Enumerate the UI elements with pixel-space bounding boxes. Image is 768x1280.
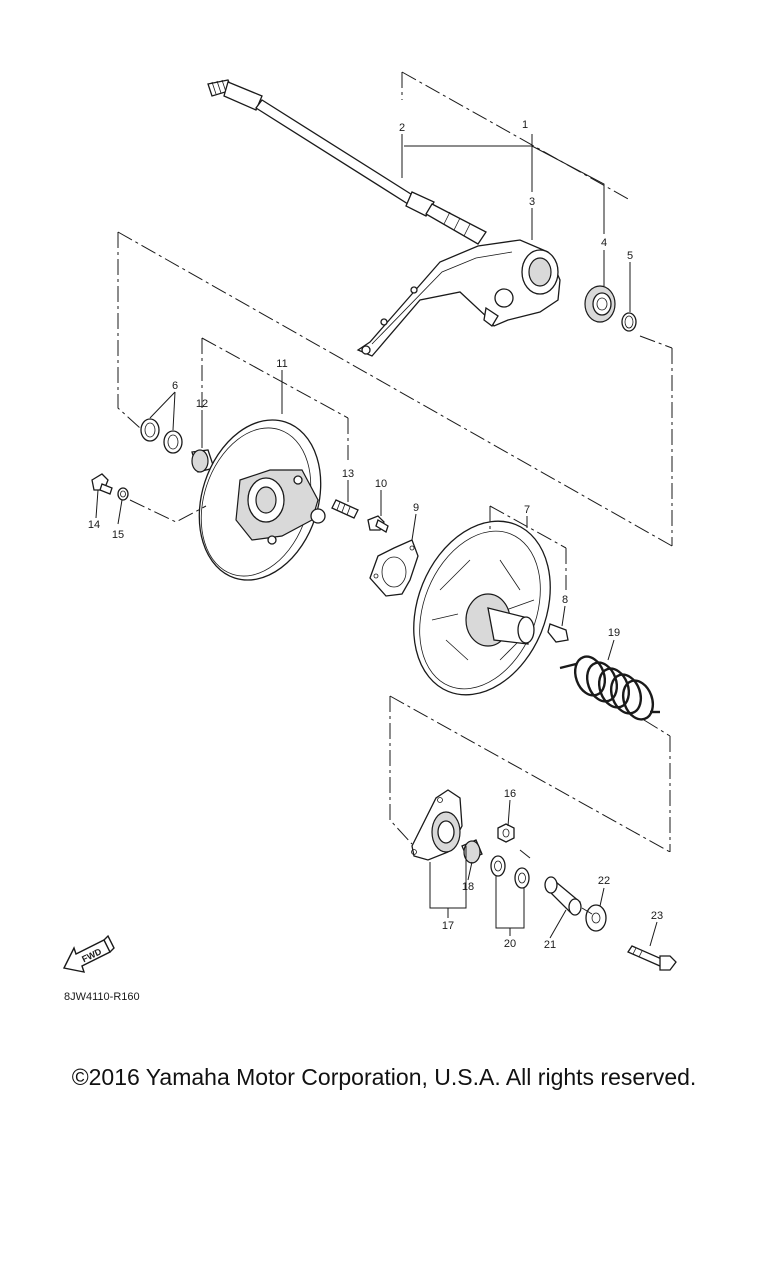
arm-bracket-part — [356, 239, 561, 357]
movable-sheave-part — [413, 520, 551, 696]
callout-2: 2 — [399, 122, 405, 134]
leader-lines — [95, 134, 658, 947]
callout-7: 7 — [524, 504, 530, 516]
callout-3: 3 — [529, 196, 535, 208]
washers-20-part — [490, 855, 530, 889]
callout-14: 14 — [88, 519, 100, 531]
callout-16: 16 — [504, 788, 516, 800]
bearing-18-part — [461, 839, 483, 864]
slider-part — [547, 623, 569, 643]
callout-9: 9 — [413, 502, 419, 514]
copyright-notice: ©2016 Yamaha Motor Corporation, U.S.A. A… — [71, 1064, 697, 1090]
nut-part — [497, 823, 515, 843]
collar-part — [544, 876, 582, 916]
bolt-14-part — [91, 473, 113, 495]
callout-labels: 1 2 3 4 5 6 7 8 9 10 11 12 13 14 15 16 1… — [88, 119, 663, 951]
fwd-arrow-icon: FWD — [62, 934, 115, 973]
callout-20: 20 — [504, 938, 516, 950]
stud-part — [331, 499, 359, 519]
callout-21: 21 — [544, 939, 556, 951]
callout-23: 23 — [651, 910, 663, 922]
callout-15: 15 — [112, 529, 124, 541]
callout-22: 22 — [598, 875, 610, 887]
washer-22-part — [585, 904, 607, 932]
bushing-part — [191, 449, 215, 473]
callout-10: 10 — [375, 478, 387, 490]
shaft-part — [207, 79, 487, 245]
callout-17: 17 — [442, 920, 454, 932]
washers-part — [140, 418, 183, 454]
fixed-sheave-part — [198, 419, 326, 581]
bolt-10-part — [367, 515, 389, 533]
callout-19: 19 — [608, 627, 620, 639]
housing-part — [411, 789, 463, 861]
diagram-code: 8JW4110-R160 — [64, 991, 140, 1003]
callout-1: 1 — [522, 119, 528, 131]
callout-12: 12 — [196, 398, 208, 410]
bolt-23-part — [627, 945, 677, 971]
spring-part — [559, 655, 660, 721]
circlip-part — [621, 312, 637, 332]
washer-15-part — [117, 487, 129, 501]
bearing-part — [584, 285, 616, 323]
assembly-boundary-lines — [117, 71, 673, 915]
callout-6: 6 — [172, 380, 178, 392]
callout-5: 5 — [627, 250, 633, 262]
gasket-part — [369, 539, 419, 597]
callout-11: 11 — [276, 358, 287, 370]
callout-8: 8 — [562, 594, 568, 606]
callout-4: 4 — [601, 237, 607, 249]
callout-18: 18 — [462, 881, 474, 893]
callout-13: 13 — [342, 468, 354, 480]
